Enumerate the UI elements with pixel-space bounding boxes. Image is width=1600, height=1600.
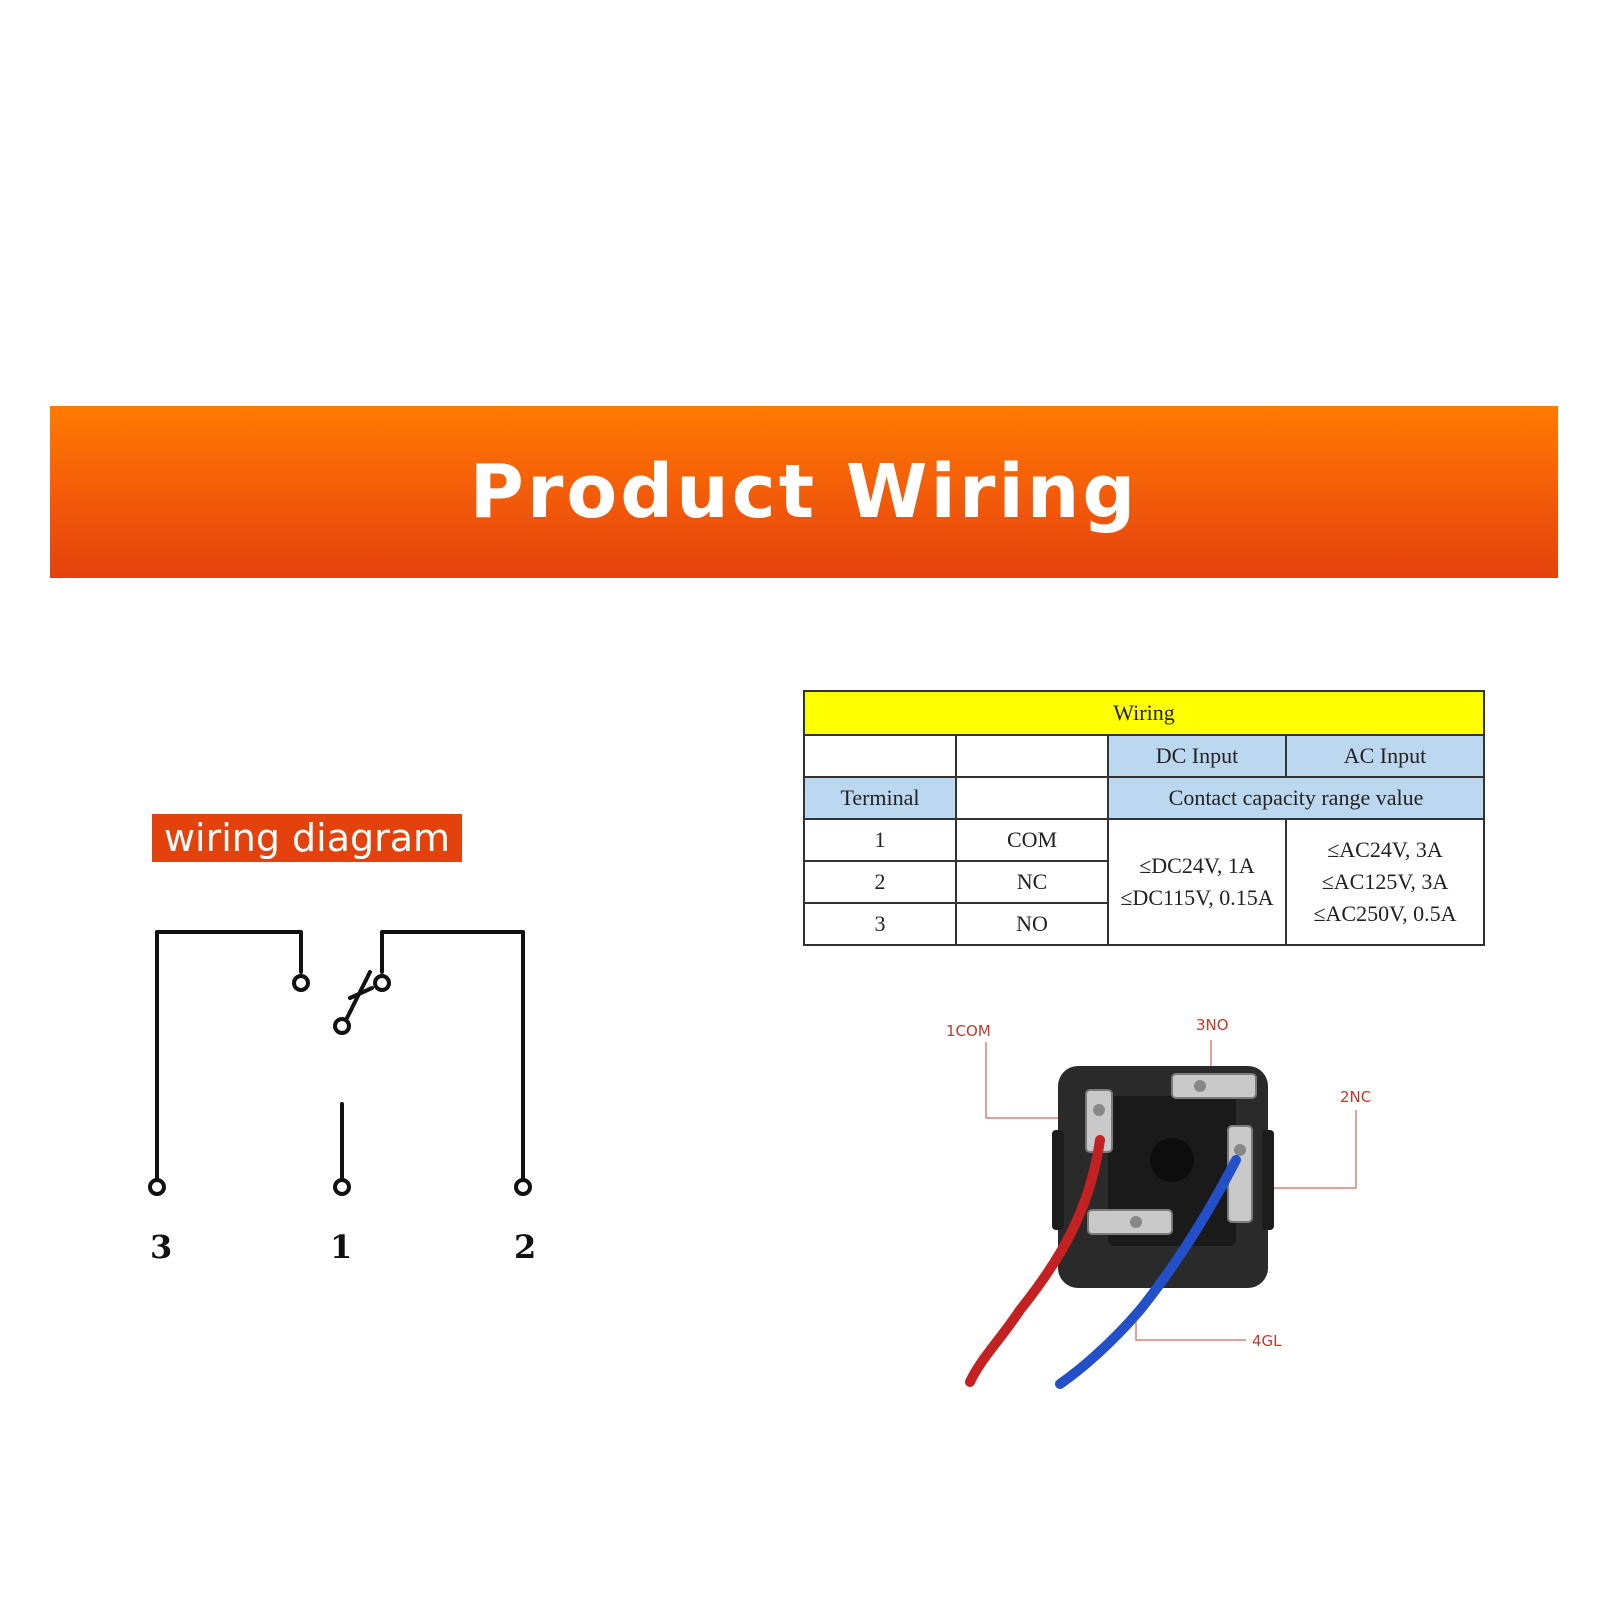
table-row: 3 NO — [803, 902, 1484, 946]
wire-terminal-3 — [155, 930, 303, 1187]
cell-dc-values: ≤DC24V, 1A ≤DC115V, 0.15A — [1107, 818, 1287, 946]
header-blank-1 — [803, 734, 957, 778]
screw — [1093, 1104, 1105, 1116]
callout-nc: 2NC — [1340, 1088, 1371, 1106]
cell-ac-values: ≤AC24V, 3A ≤AC125V, 3A ≤AC250V, 0.5A — [1285, 818, 1485, 946]
center-hole — [1150, 1138, 1194, 1182]
screw — [1130, 1216, 1142, 1228]
header-contact-range: Contact capacity range value — [1107, 776, 1485, 820]
terminal-2-label: 2 — [514, 1228, 536, 1266]
callout-no: 3NO — [1196, 1016, 1229, 1034]
cell-name: NC — [955, 860, 1109, 904]
contact-nc — [292, 974, 310, 992]
screw — [1194, 1080, 1206, 1092]
header-ac-input: AC Input — [1285, 734, 1485, 778]
ac-value: ≤AC125V, 3A — [1321, 869, 1449, 894]
dc-value: ≤DC115V, 0.15A — [1120, 885, 1274, 910]
callout-line-gl — [1135, 1315, 1246, 1341]
screw — [1234, 1144, 1246, 1156]
terminal-3-node — [148, 1178, 166, 1196]
header-terminal: Terminal — [803, 776, 957, 820]
cell-terminal: 3 — [803, 902, 957, 946]
terminal-no — [1171, 1073, 1257, 1099]
callout-com: 1COM — [946, 1022, 991, 1040]
contact-arm — [333, 1017, 351, 1035]
switch-bezel-right — [1262, 1130, 1274, 1230]
callout-line-com — [985, 1042, 1092, 1119]
cell-terminal: 1 — [803, 818, 957, 862]
ac-value: ≤AC24V, 3A — [1327, 837, 1443, 862]
cell-terminal: 2 — [803, 860, 957, 904]
red-wire — [965, 1135, 1105, 1387]
header-blank-2 — [955, 734, 1109, 778]
header-banner: Product Wiring — [50, 406, 1558, 578]
dc-value: ≤DC24V, 1A — [1139, 853, 1255, 878]
switch-photo: 1COM 3NO 2NC 4GL — [946, 1016, 1371, 1389]
wiring-table: Wiring DC Input AC Input Terminal Contac… — [803, 690, 1485, 946]
terminal-2-node — [514, 1178, 532, 1196]
switch-bezel — [1052, 1130, 1064, 1230]
terminal-1-node — [333, 1178, 351, 1196]
callout-gl: 4GL — [1252, 1332, 1282, 1350]
ac-value: ≤AC250V, 0.5A — [1313, 901, 1457, 926]
header-blank-3 — [955, 776, 1109, 820]
switch-schematic: 3 1 2 — [148, 930, 536, 1266]
blue-wire — [1055, 1155, 1241, 1389]
wire-terminal-2 — [380, 930, 525, 1187]
header-dc-input: DC Input — [1107, 734, 1287, 778]
table-row: 2 NC — [803, 860, 1484, 904]
terminal-1-label: 1 — [330, 1228, 352, 1266]
cell-name: NO — [955, 902, 1109, 946]
wiring-diagram-label: wiring diagram — [152, 814, 462, 862]
table-row: 1 COM ≤DC24V, 1A ≤DC115V, 0.15A ≤AC24V, … — [803, 818, 1485, 946]
switch-mark — [348, 986, 374, 1000]
table-title: Wiring — [803, 690, 1485, 736]
callout-line-nc — [1240, 1110, 1357, 1189]
cell-name: COM — [955, 818, 1109, 862]
terminal-3-label: 3 — [150, 1228, 172, 1266]
contact-no — [373, 974, 391, 992]
banner-title: Product Wiring — [469, 449, 1139, 535]
